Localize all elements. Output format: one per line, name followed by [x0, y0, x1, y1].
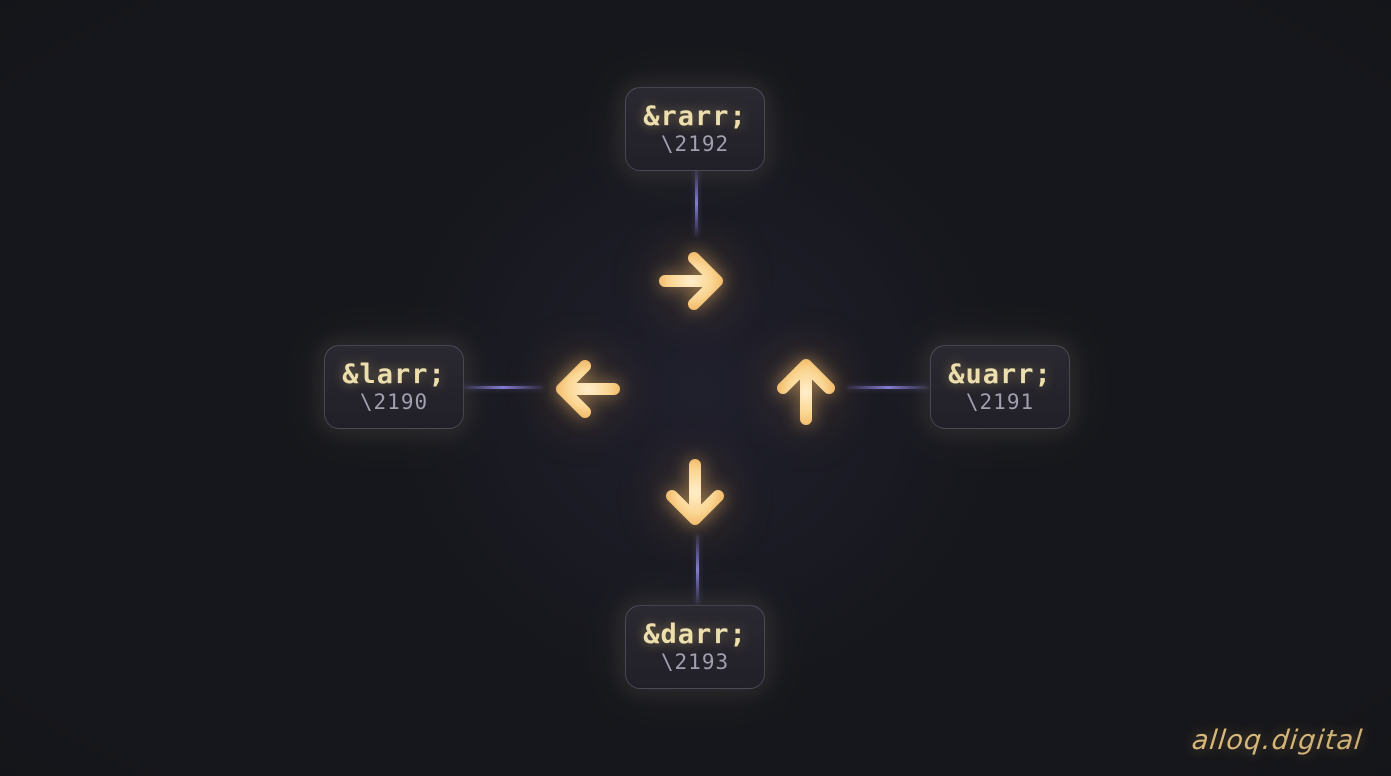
- entity-label-darr: &darr;: [643, 618, 747, 650]
- css-code-label-darr: \2193: [660, 650, 730, 675]
- entity-box-larr: &larr; \2190: [324, 345, 464, 429]
- css-code-label-rarr: \2192: [660, 132, 730, 157]
- css-code-label-larr: \2190: [359, 390, 429, 415]
- entity-box-darr: &darr; \2193: [625, 605, 765, 689]
- connector-line-top: [695, 170, 698, 236]
- arrow-up-icon: [777, 359, 835, 425]
- entity-label-rarr: &rarr;: [643, 100, 747, 132]
- watermark: alloq.digital: [1190, 725, 1365, 756]
- connector-line-right: [847, 386, 929, 389]
- arrow-right-icon: [659, 252, 723, 310]
- entity-label-larr: &larr;: [342, 358, 446, 390]
- arrow-left-icon: [556, 360, 620, 418]
- entity-label-uarr: &uarr;: [948, 358, 1052, 390]
- entity-box-rarr: &rarr; \2192: [625, 87, 765, 171]
- connector-line-left: [463, 386, 543, 389]
- arrow-down-icon: [666, 459, 724, 525]
- css-code-label-uarr: \2191: [965, 390, 1035, 415]
- connector-line-bottom: [696, 535, 699, 604]
- entity-box-uarr: &uarr; \2191: [930, 345, 1070, 429]
